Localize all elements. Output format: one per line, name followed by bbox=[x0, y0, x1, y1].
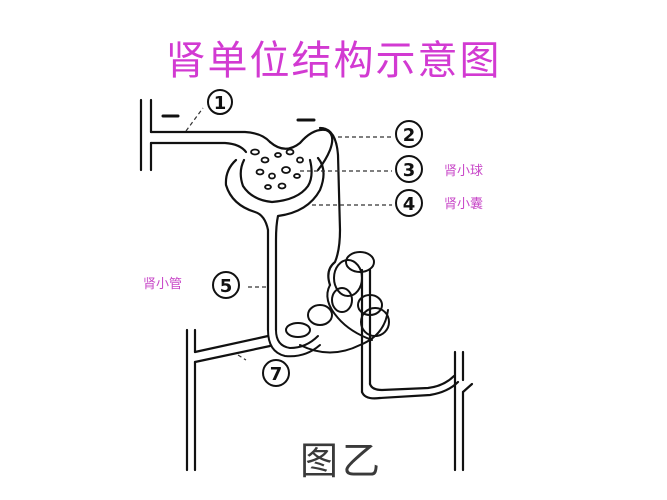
marker-4-circle bbox=[395, 189, 423, 217]
label-glomerulus: 肾小球 bbox=[444, 164, 484, 179]
peritubular-vessel bbox=[185, 328, 272, 472]
leader-line-7 bbox=[237, 354, 247, 361]
efferent-vessel bbox=[318, 126, 342, 287]
marker-5: 5 bbox=[220, 276, 233, 297]
label-bowmans-capsule: 肾小囊 bbox=[444, 197, 484, 212]
bowmans-capsule bbox=[224, 128, 334, 332]
marker-2: 2 bbox=[403, 125, 416, 146]
convoluted-tubule bbox=[267, 251, 390, 358]
marker-7-circle bbox=[262, 359, 290, 387]
collecting-duct bbox=[360, 268, 474, 472]
label-renal-tubule: 肾小管 bbox=[143, 277, 183, 292]
marker-5-circle bbox=[212, 271, 240, 299]
leader-line-1 bbox=[185, 107, 204, 132]
marker-1-circle bbox=[207, 89, 233, 115]
marker-1: 1 bbox=[214, 93, 227, 114]
figure-caption: 图乙 bbox=[300, 439, 385, 483]
slide-title: 肾单位结构示意图 bbox=[165, 38, 502, 84]
afferent-vessel bbox=[139, 98, 272, 172]
marker-7: 7 bbox=[270, 364, 283, 385]
glomerulus bbox=[250, 148, 304, 190]
marker-4: 4 bbox=[403, 194, 416, 215]
marker-3-circle bbox=[395, 155, 423, 183]
marker-2-circle bbox=[395, 120, 423, 148]
marker-3: 3 bbox=[403, 160, 416, 181]
